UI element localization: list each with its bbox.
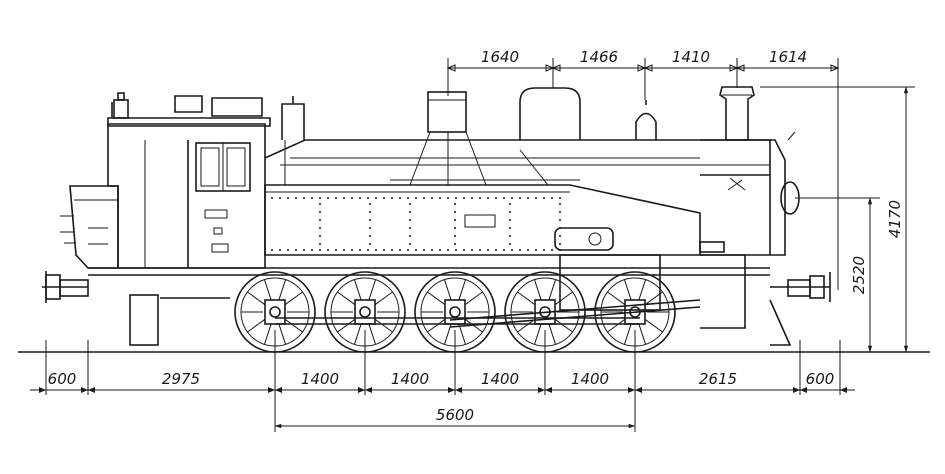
dim-top-3: 1410 (672, 48, 710, 66)
steam-dome (519, 87, 581, 140)
safety-valve (635, 100, 657, 140)
dim-bottom-7: 2615 (699, 370, 737, 388)
dim-top-1: 1640 (481, 48, 519, 66)
coupling-rod (275, 254, 701, 328)
dim-bottom-6: 1400 (571, 370, 609, 388)
cab (107, 92, 271, 269)
front-buffer (769, 272, 831, 346)
whistle (281, 96, 305, 140)
dimension-lines (30, 58, 915, 432)
coal-bunker (60, 185, 119, 269)
dim-height-axis: 2520 (850, 256, 868, 294)
dim-bottom-5: 1400 (481, 370, 519, 388)
boiler (264, 139, 771, 255)
tank-rivets (271, 197, 561, 251)
locomotive (42, 86, 831, 353)
dimension-labels: 1640 1466 1410 1614 600 2975 1400 1400 1… (48, 48, 904, 424)
handrails (284, 131, 700, 186)
dim-bottom-8: 600 (806, 370, 835, 388)
dim-bottom-4: 1400 (391, 370, 429, 388)
dim-bottom-2: 2975 (162, 370, 200, 388)
smokebox (699, 131, 800, 256)
dim-top-4: 1614 (769, 48, 807, 66)
side-water-tank (264, 184, 701, 256)
dim-wheelbase: 5600 (436, 406, 474, 424)
dim-bottom-3: 1400 (301, 370, 339, 388)
dim-height-overall: 4170 (886, 200, 904, 238)
rear-buffer (42, 271, 89, 303)
chimney (719, 86, 755, 141)
sand-dome (427, 91, 467, 133)
dim-top-2: 1466 (580, 48, 618, 66)
dim-bottom-1: 600 (48, 370, 77, 388)
